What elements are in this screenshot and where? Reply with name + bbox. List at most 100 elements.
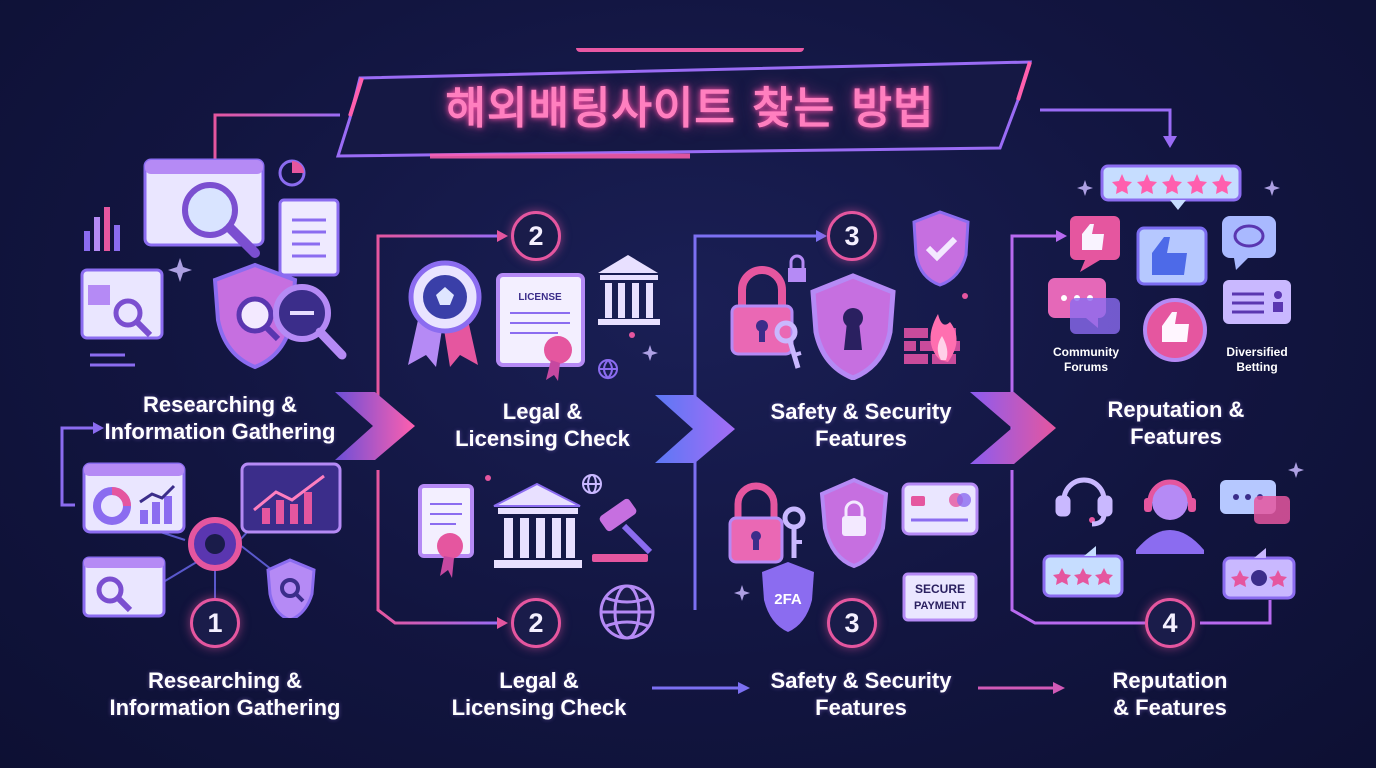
globe-icon bbox=[599, 584, 655, 640]
step-3-number-top: 3 bbox=[827, 211, 877, 261]
twofa-shield-icon: 2FA bbox=[762, 562, 814, 632]
small-globe-icon bbox=[582, 474, 602, 494]
step-1-number: 1 bbox=[190, 598, 240, 648]
step-4-bottom-label-line1: Reputation bbox=[1112, 668, 1228, 693]
diversified-betting-label: Diversified Betting bbox=[1207, 345, 1307, 375]
step-1-top-label: Researching & Information Gathering bbox=[90, 391, 350, 445]
reputation-bottom-icon-cluster bbox=[1042, 477, 1296, 600]
browser-search-icon bbox=[143, 158, 265, 258]
step-1-top-label-line1: Researching & bbox=[142, 392, 298, 417]
key-icon bbox=[774, 320, 802, 369]
support-agent-icon bbox=[1136, 479, 1204, 554]
step-3-bottom-label: Safety & Security Features bbox=[745, 667, 977, 721]
betting-card-icon bbox=[1223, 280, 1291, 324]
reputation-icon-cluster bbox=[1048, 164, 1291, 362]
bank-building-icon bbox=[493, 482, 582, 568]
community-chat-icon bbox=[1048, 278, 1120, 334]
diversified-betting-line1: Diversified bbox=[1226, 345, 1288, 359]
license-certificate-icon: LICENSE bbox=[496, 273, 585, 381]
twofa-text: 2FA bbox=[774, 591, 802, 608]
step-2-bottom-label-line1: Legal & bbox=[499, 668, 579, 693]
step-3-number-bottom: 3 bbox=[827, 598, 877, 648]
shield-search-icon bbox=[212, 262, 298, 370]
thumbs-up-bubble-icon bbox=[1143, 298, 1207, 362]
certificate-icon bbox=[418, 484, 474, 578]
page-title: 해외배팅사이트 찾는 방법 bbox=[445, 83, 935, 134]
step-2-number-bottom: 2 bbox=[511, 598, 561, 648]
step-2-bottom-label: Legal & Licensing Check bbox=[425, 667, 653, 721]
licensing-icon-cluster: LICENSE bbox=[408, 255, 660, 381]
shield-magnifier-small-icon bbox=[266, 558, 316, 618]
license-text: LICENSE bbox=[518, 292, 562, 303]
step-3-bottom-label-line2: Features bbox=[815, 695, 907, 720]
star-rating-icon bbox=[1100, 164, 1242, 210]
credit-card-icon bbox=[901, 482, 979, 536]
firewall-icon bbox=[904, 314, 960, 364]
security-icon-cluster bbox=[730, 210, 970, 380]
secure-payment-badge: SECURE PAYMENT bbox=[902, 572, 978, 622]
step-4-top-label: Reputation & Features bbox=[1070, 396, 1282, 450]
step-2-top-label-line2: Licensing Check bbox=[455, 426, 630, 451]
pie-chart-icon bbox=[278, 159, 306, 187]
payment-text: PAYMENT bbox=[914, 600, 966, 612]
key-small-icon bbox=[782, 506, 806, 558]
research-bottom-icon-cluster bbox=[82, 462, 342, 618]
small-lock-icon bbox=[788, 254, 806, 282]
step-4-bottom-label: Reputation & Features bbox=[1075, 667, 1265, 721]
magnifier-icon bbox=[273, 284, 347, 360]
thumbs-up-small-icon bbox=[1070, 216, 1120, 272]
step-1-bottom-label-line1: Researching & bbox=[147, 668, 303, 693]
community-forums-label: Community Forums bbox=[1036, 345, 1136, 375]
step-1-top-label-line2: Information Gathering bbox=[104, 419, 336, 444]
licensing-bottom-icon-cluster bbox=[418, 474, 655, 640]
community-forums-line1: Community bbox=[1053, 345, 1119, 359]
step-3-bottom-label-line1: Safety & Security bbox=[770, 668, 952, 693]
document-icon bbox=[278, 198, 340, 277]
diversified-betting-line2: Betting bbox=[1236, 360, 1278, 374]
chat-dots-icon bbox=[1220, 480, 1290, 524]
rating-stars-right-icon bbox=[1222, 548, 1296, 600]
step-2-bottom-label-line2: Licensing Check bbox=[451, 695, 627, 720]
connector-line bbox=[1040, 108, 1172, 138]
step-1-bottom-label: Researching & Information Gathering bbox=[90, 667, 360, 721]
gavel-icon bbox=[592, 498, 653, 562]
security-bottom-icon-cluster: 2FA SECURE PAYMENT bbox=[728, 477, 979, 632]
browser-magnifier-icon bbox=[82, 556, 166, 618]
padlock-icon bbox=[730, 266, 794, 356]
trend-chart-icon bbox=[240, 462, 342, 534]
seal-ribbon-icon bbox=[408, 260, 482, 367]
webpage-search-icon bbox=[80, 268, 164, 340]
shield-check-icon bbox=[912, 210, 970, 287]
community-forums-line2: Forums bbox=[1063, 360, 1108, 374]
step-3-top-label-line2: Features bbox=[815, 426, 907, 451]
step-3-top-label-line1: Safety & Security bbox=[770, 399, 952, 424]
courthouse-icon bbox=[598, 255, 660, 325]
step-4-bottom-label-line2: & Features bbox=[1113, 695, 1227, 720]
shield-keyhole-icon bbox=[810, 273, 896, 380]
hub-node-icon bbox=[188, 517, 242, 571]
rating-stars-left-icon bbox=[1042, 546, 1124, 598]
globe-small-icon bbox=[598, 359, 618, 380]
bar-chart-icon bbox=[84, 207, 120, 251]
title-banner: 해외배팅사이트 찾는 방법 bbox=[330, 48, 1050, 160]
chat-bubble-icon bbox=[1222, 216, 1276, 270]
shield-lock-icon bbox=[819, 477, 889, 569]
step-3-top-label: Safety & Security Features bbox=[745, 398, 977, 452]
spacer bbox=[1150, 198, 1152, 200]
thumbs-up-large-icon bbox=[1136, 226, 1208, 286]
step-4-top-label-line1: Reputation & bbox=[1107, 397, 1245, 422]
headset-icon bbox=[1055, 477, 1113, 527]
chevron-arrow-icon bbox=[970, 392, 1056, 464]
chevron-arrow-icon bbox=[655, 395, 735, 463]
step-2-number-top: 2 bbox=[511, 211, 561, 261]
step-4-top-label-line2: Features bbox=[1130, 424, 1222, 449]
step-2-top-label-line1: Legal & bbox=[502, 399, 583, 424]
padlock-pink-icon bbox=[728, 482, 784, 564]
chevron-arrow-icon bbox=[335, 392, 415, 460]
secure-text: SECURE bbox=[915, 582, 965, 596]
analytics-dashboard-icon bbox=[82, 462, 186, 534]
step-1-bottom-label-line2: Information Gathering bbox=[109, 695, 341, 720]
step-4-number: 4 bbox=[1145, 598, 1195, 648]
research-icon-cluster bbox=[80, 158, 347, 370]
step-2-top-label: Legal & Licensing Check bbox=[430, 398, 655, 452]
